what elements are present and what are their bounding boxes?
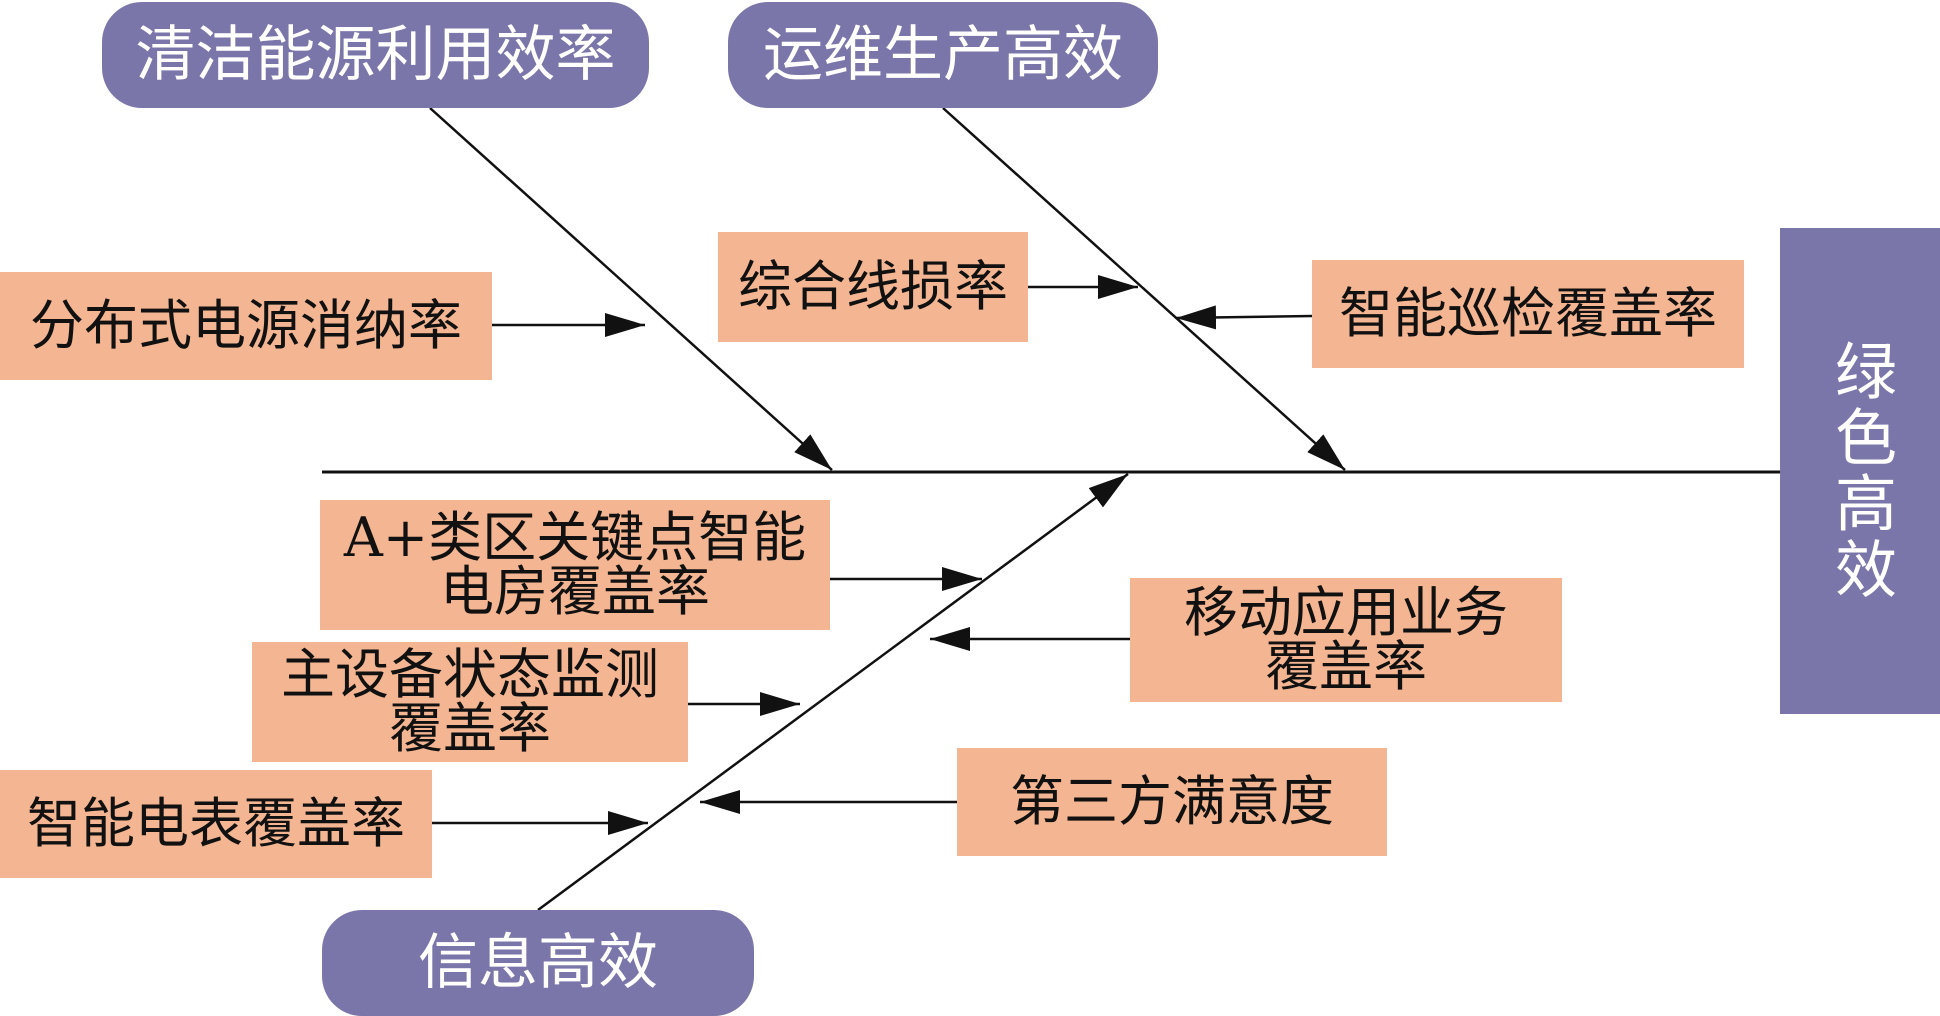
- factor-third-party-label: 第三方满意度: [1010, 770, 1334, 833]
- arrow-smart-patrol: [1175, 305, 1313, 330]
- factor-equipment-monitoring-line1: 主设备状态监测: [281, 643, 659, 706]
- bone-operations: [942, 107, 1346, 471]
- category-clean-energy-label: 清洁能源利用效率: [135, 20, 616, 90]
- category-operations: 运维生产高效: [728, 2, 1158, 108]
- factor-smart-meter-label: 智能电表覆盖率: [27, 792, 405, 855]
- factor-equipment-monitoring-line2: 覆盖率: [389, 697, 551, 760]
- category-information-label: 信息高效: [418, 928, 658, 998]
- effect-head: 绿色高效: [1780, 228, 1940, 714]
- bone-information: [537, 472, 1129, 912]
- effect-head-label: 绿色高效: [1824, 339, 1897, 603]
- factor-third-party: 第三方满意度: [957, 748, 1387, 856]
- factor-equipment-monitoring: 主设备状态监测 覆盖率: [252, 642, 688, 762]
- factor-smart-patrol: 智能巡检覆盖率: [1312, 260, 1744, 368]
- factor-mobile-app-line1: 移动应用业务: [1184, 581, 1508, 644]
- factor-smart-room: A+类区关键点智能 电房覆盖率: [320, 500, 830, 630]
- category-information: 信息高效: [322, 910, 754, 1016]
- factor-distributed-absorption: 分布式电源消纳率: [0, 272, 492, 380]
- category-operations-label: 运维生产高效: [763, 20, 1123, 90]
- factor-mobile-app: 移动应用业务 覆盖率: [1130, 578, 1562, 702]
- factor-line-loss-label: 综合线损率: [738, 255, 1008, 318]
- factor-smart-meter: 智能电表覆盖率: [0, 770, 432, 878]
- category-clean-energy: 清洁能源利用效率: [102, 2, 649, 108]
- factor-line-loss: 综合线损率: [718, 232, 1028, 342]
- bone-clean-energy: [429, 107, 833, 471]
- factor-distributed-absorption-label: 分布式电源消纳率: [30, 294, 462, 357]
- factor-smart-room-line1: A+类区关键点智能: [343, 506, 807, 569]
- factor-mobile-app-line2: 覆盖率: [1265, 635, 1427, 698]
- factor-smart-patrol-label: 智能巡检覆盖率: [1339, 282, 1717, 345]
- factor-smart-room-line2: 电房覆盖率: [440, 560, 710, 623]
